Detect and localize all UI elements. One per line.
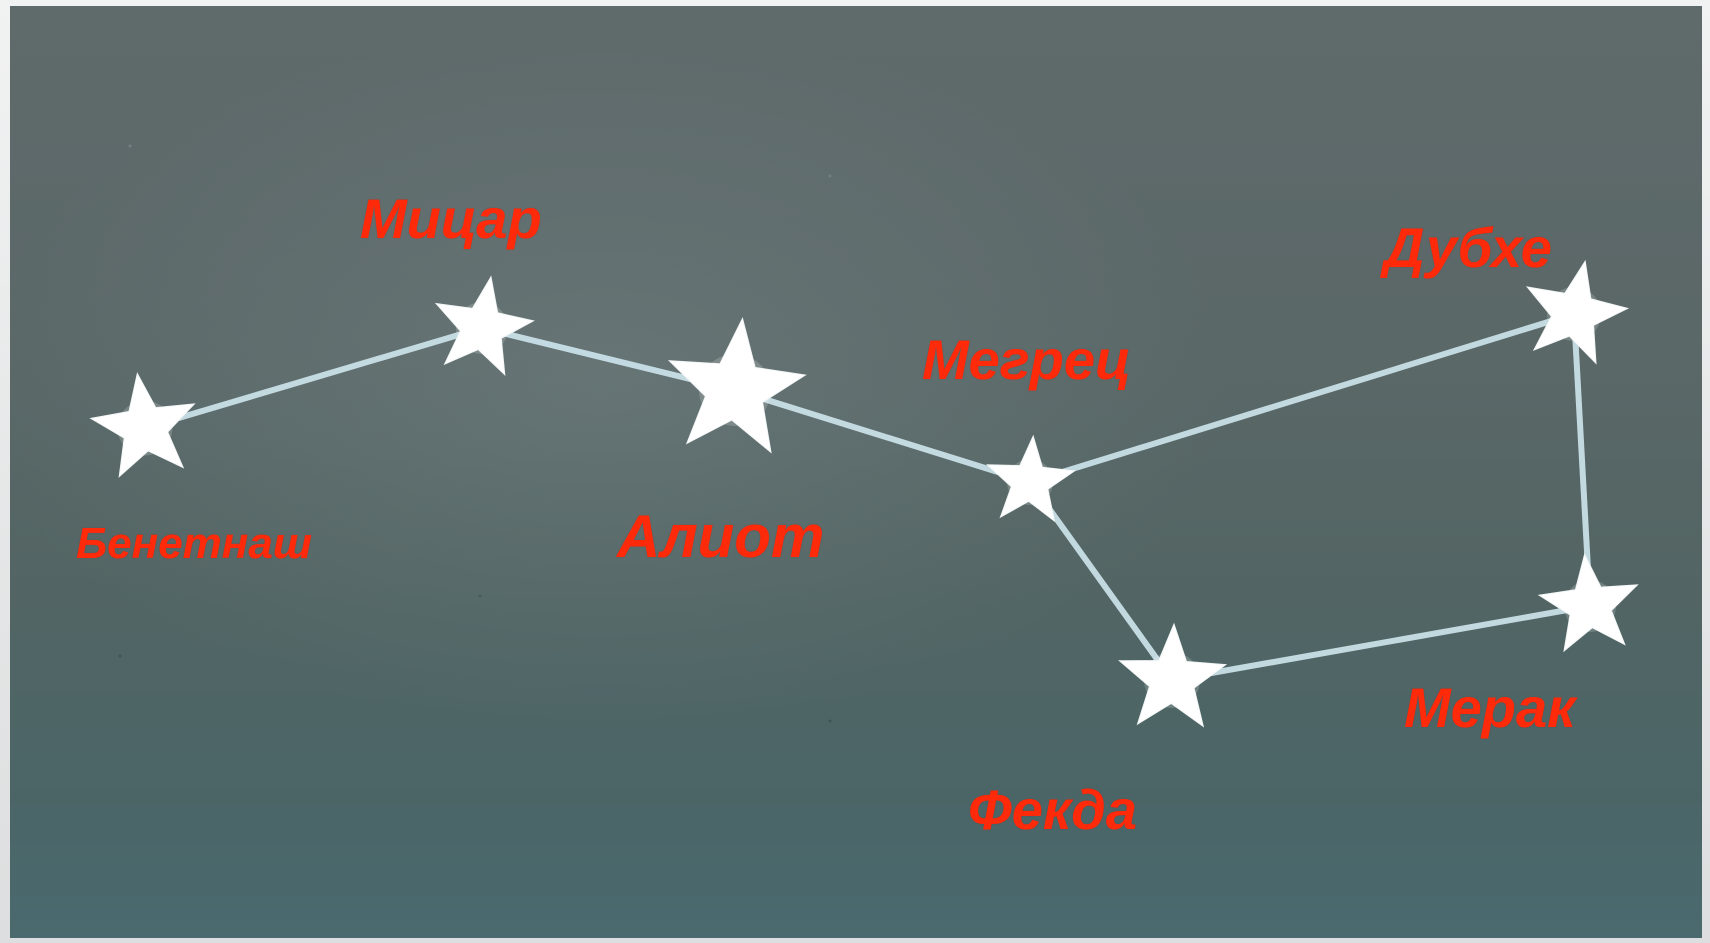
star-megrez: [987, 436, 1074, 521]
star-phecda: [1119, 624, 1225, 726]
star-merak: [1539, 554, 1637, 651]
label-benetnash: Бенетнаш: [76, 522, 312, 566]
star-benetnash: [91, 374, 195, 477]
star-alioth: [669, 318, 805, 452]
line-alioth-megrez: [735, 390, 1030, 482]
constellation-lines: [145, 314, 1590, 680]
constellation-stars: [91, 261, 1638, 726]
label-megrez: Мегрец: [922, 332, 1131, 388]
label-dubhe: Дубхе: [1384, 220, 1552, 276]
star-mizar: [436, 277, 533, 375]
label-phecda: Фекда: [968, 782, 1137, 838]
label-merak: Мерак: [1404, 680, 1576, 736]
label-alioth: Алиот: [617, 507, 824, 567]
line-benetnash-mizar: [145, 328, 482, 428]
line-merak-phecda: [1172, 606, 1590, 680]
label-mizar: Мицар: [360, 191, 542, 247]
